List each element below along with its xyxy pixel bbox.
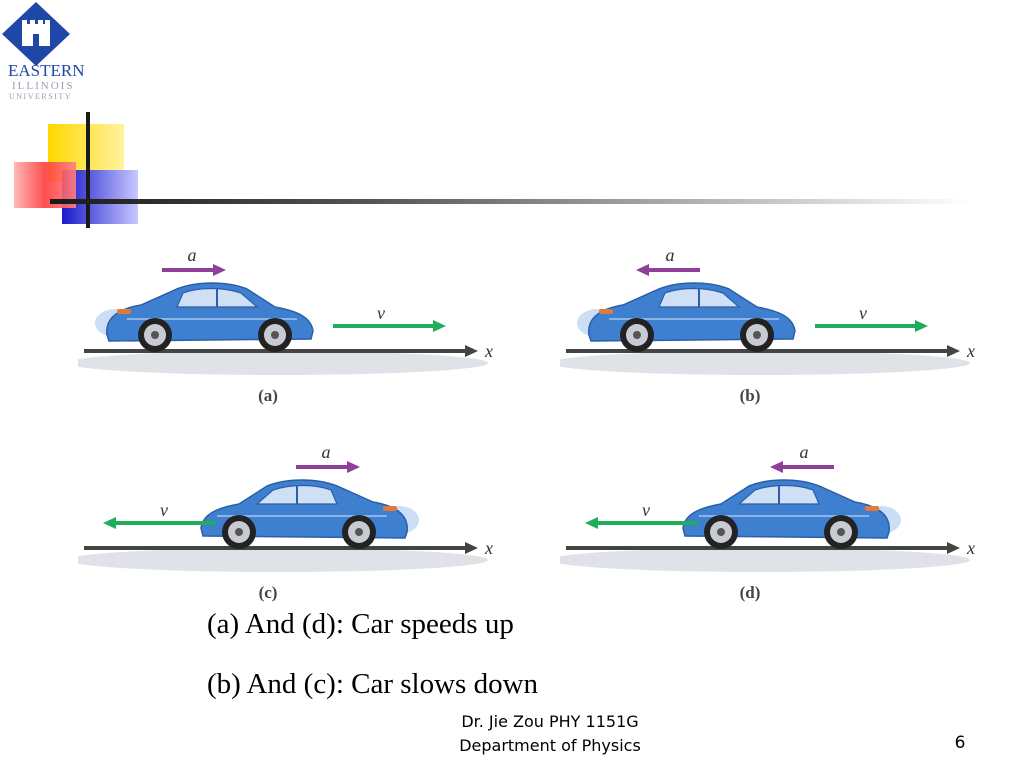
diagram-panel-a: x a v (a) (78, 235, 508, 410)
car (200, 479, 419, 549)
diagram-panel-c: x a v (c) (78, 432, 508, 607)
x-axis-label: x (484, 341, 493, 361)
wheel (258, 318, 292, 352)
wheel (222, 515, 256, 549)
panel-label: (a) (258, 386, 278, 405)
tail-light (117, 309, 131, 314)
wheel (342, 515, 376, 549)
tail-light (383, 506, 397, 511)
velocity-arrow (585, 517, 698, 529)
ground-shadow (560, 351, 970, 375)
ground-shadow (78, 548, 488, 572)
acceleration-label: a (666, 245, 675, 265)
tail-light (865, 506, 879, 511)
footer-author: Dr. Jie Zou PHY 1151G (461, 712, 639, 731)
x-axis-label: x (484, 538, 493, 558)
logo-text-illinois: ILLINOIS (12, 80, 74, 92)
wheel (138, 318, 172, 352)
velocity-label: v (859, 303, 867, 323)
horizontal-rule (50, 199, 970, 204)
velocity-arrow (815, 320, 928, 332)
ground-shadow (78, 351, 488, 375)
acceleration-arrow (162, 264, 226, 276)
x-axis-arrow (84, 542, 478, 554)
ground-shadow (560, 548, 970, 572)
velocity-label: v (642, 500, 650, 520)
velocity-label: v (160, 500, 168, 520)
title-decoration (10, 110, 970, 230)
acceleration-arrow (296, 461, 360, 473)
x-axis-label: x (966, 538, 975, 558)
x-axis-label: x (966, 341, 975, 361)
vertical-rule (86, 112, 90, 228)
caption-slows-down: (b) And (c): Car slows down (207, 668, 539, 700)
car (682, 479, 901, 549)
velocity-arrow (333, 320, 446, 332)
acceleration-label: a (800, 442, 809, 462)
footer-info: Dr. Jie Zou PHY 1151G Department of Phys… (420, 710, 680, 758)
acceleration-label: a (188, 245, 197, 265)
acceleration-label: a (322, 442, 331, 462)
logo-text-university: UNIVERSITY (9, 92, 72, 101)
footer-department: Department of Physics (459, 736, 641, 755)
velocity-arrow (103, 517, 216, 529)
wheel (824, 515, 858, 549)
acceleration-arrow (770, 461, 834, 473)
wheel (740, 318, 774, 352)
wheel (620, 318, 654, 352)
acceleration-arrow (636, 264, 700, 276)
page-number: 6 (954, 733, 966, 753)
car (577, 282, 796, 352)
caption-speeds-up: (a) And (d): Car speeds up (207, 608, 514, 640)
logo-text-eastern: EASTERN (8, 61, 85, 80)
velocity-label: v (377, 303, 385, 323)
panel-label: (c) (259, 583, 278, 602)
panel-label: (d) (740, 583, 761, 602)
car (95, 282, 314, 352)
x-axis-arrow (566, 542, 960, 554)
panel-label: (b) (740, 386, 761, 405)
diagram-panel-b: x a v (b) (560, 235, 990, 410)
diagram-panel-d: x a v (d) (560, 432, 990, 607)
university-logo: EASTERN ILLINOIS UNIVERSITY (0, 0, 110, 105)
tail-light (599, 309, 613, 314)
wheel (704, 515, 738, 549)
